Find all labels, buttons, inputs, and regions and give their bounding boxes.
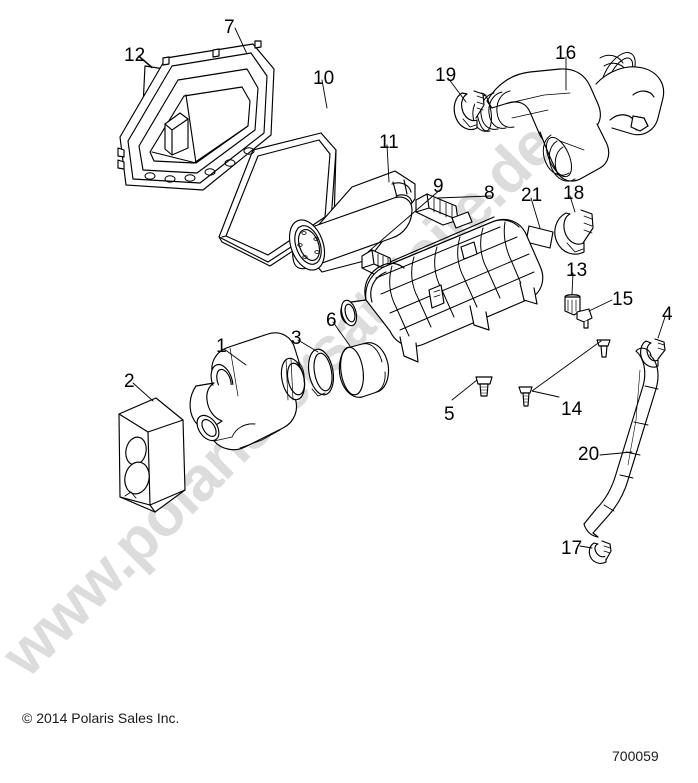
callout-2[interactable]: 2 [124, 371, 135, 392]
diagram-part-number: 700059 [612, 748, 659, 764]
part-hose-clamp-small [453, 90, 485, 131]
callout-20[interactable]: 20 [578, 444, 600, 465]
part-plug-valve [576, 308, 593, 329]
callout-8[interactable]: 8 [484, 183, 495, 204]
callout-9[interactable]: 9 [433, 176, 444, 197]
part-seal-ring-outer [338, 342, 390, 398]
part-airbox-cover [117, 40, 275, 191]
part-intake-snorkel-duct [189, 332, 306, 451]
callout-11[interactable]: 11 [379, 132, 399, 153]
part-screw-short [475, 376, 493, 397]
callout-5[interactable]: 5 [444, 404, 455, 425]
callout-17[interactable]: 17 [561, 538, 583, 559]
leader-lines [132, 27, 666, 549]
part-hose-clamp-large [554, 209, 594, 255]
part-foam-seal-pad [118, 397, 186, 513]
part-screw-long [518, 339, 611, 407]
callout-3[interactable]: 3 [291, 328, 302, 349]
callout-4[interactable]: 4 [662, 304, 673, 325]
part-grommet [564, 294, 581, 316]
callout-21[interactable]: 21 [521, 185, 543, 206]
part-drain-tube-clamp [588, 540, 612, 564]
callout-19[interactable]: 19 [435, 65, 457, 86]
part-air-filter-element [288, 170, 416, 273]
part-drain-tube [583, 347, 659, 538]
callout-6[interactable]: 6 [326, 310, 337, 331]
part-latch-clip-lower [415, 193, 459, 226]
callout-12[interactable]: 12 [124, 45, 146, 66]
part-cover-seal-gasket [218, 132, 337, 267]
part-seal-ring-inner [307, 348, 335, 397]
part-tube-clamp [640, 338, 666, 368]
callout-15[interactable]: 15 [612, 289, 634, 310]
part-airbox-housing [340, 211, 544, 363]
callout-10[interactable]: 10 [313, 68, 335, 89]
callout-7[interactable]: 7 [224, 17, 235, 38]
callout-14[interactable]: 14 [561, 399, 583, 420]
part-air-intake-duct-upper [472, 52, 665, 182]
callout-16[interactable]: 16 [555, 43, 577, 64]
callout-1[interactable]: 1 [216, 336, 227, 357]
callout-18[interactable]: 18 [563, 183, 585, 204]
callout-13[interactable]: 13 [566, 260, 588, 281]
copyright-notice: © 2014 Polaris Sales Inc. [22, 710, 180, 726]
